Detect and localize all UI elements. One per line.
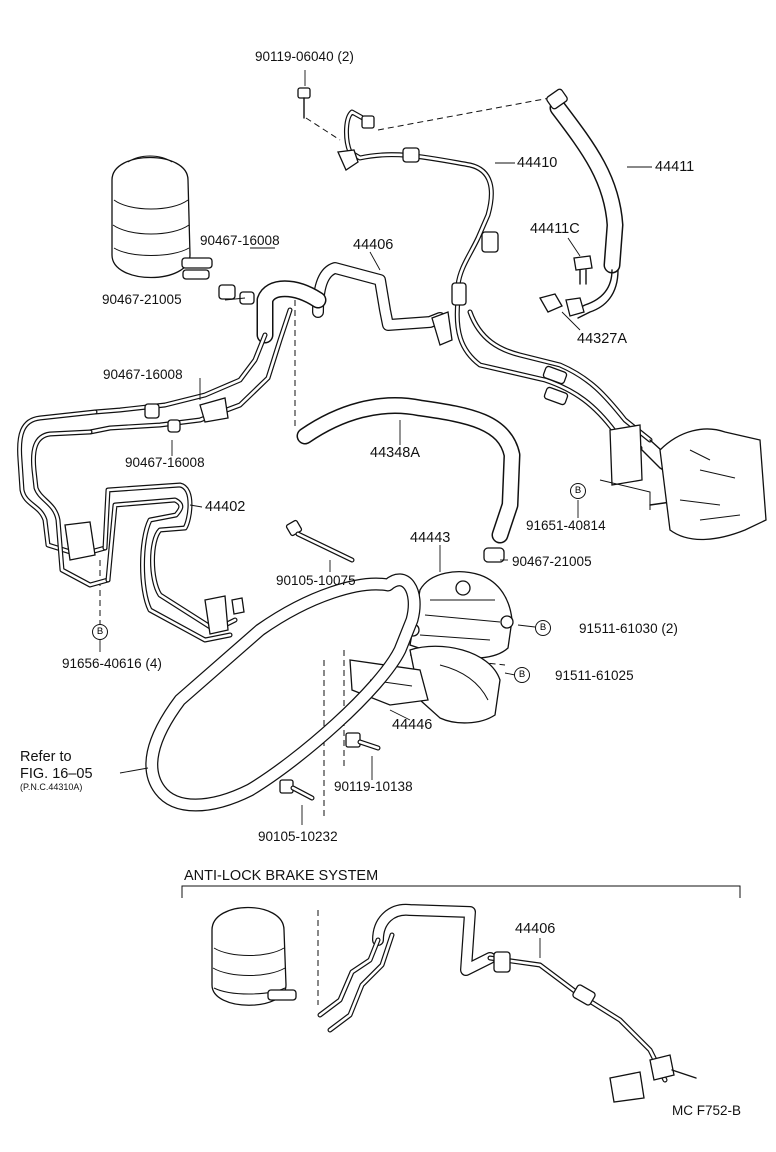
label-44327a: 44327A <box>577 331 627 347</box>
bolt-90105-10075 <box>285 519 355 563</box>
marker-b-91656: B <box>92 624 108 640</box>
leader-lines <box>99 70 652 958</box>
label-91656-40616: 91656-40616 (4) <box>62 656 162 671</box>
reservoir-tank <box>111 155 213 280</box>
bracket-44327a <box>539 293 585 317</box>
label-90467-16008-mid: 90467-16008 <box>103 367 183 382</box>
label-90467-16008-top: 90467-16008 <box>200 233 280 248</box>
label-90467-21005-low: 90467-21005 <box>512 554 592 569</box>
pump-assembly <box>349 571 514 724</box>
figure-code: MC F752-B <box>672 1103 742 1118</box>
label-44406-abs: 44406 <box>515 921 556 937</box>
tube-44402 <box>17 409 245 643</box>
marker-b-91511-61025: B <box>514 667 530 683</box>
label-91651-40814: 91651-40814 <box>526 518 606 533</box>
label-44446: 44446 <box>392 717 433 733</box>
bolt-90119-06040 <box>297 87 311 119</box>
abs-reservoir-tank <box>211 906 297 1006</box>
hose-44348a <box>296 397 521 563</box>
hose-44406-top <box>256 262 453 346</box>
pressure-lines-right <box>451 282 691 506</box>
hose-44411 <box>546 88 624 319</box>
label-90467-21005-top: 90467-21005 <box>102 292 182 307</box>
refer-note-line2: FIG. 16–05 <box>20 766 93 782</box>
tube-44410 <box>337 109 499 303</box>
label-91511-61030: 91511-61030 (2) <box>579 621 678 636</box>
label-90119-06040: 90119-06040 (2) <box>255 49 354 64</box>
drive-belt <box>145 573 421 812</box>
bolt-44411c <box>573 255 593 285</box>
hose-44406-abs <box>317 903 697 1103</box>
label-90467-16008-low: 90467-16008 <box>125 455 205 470</box>
refer-note-line3: (P.N.C.44310A) <box>20 782 83 792</box>
bolt-90105-10232 <box>279 779 315 801</box>
label-44402: 44402 <box>205 499 246 515</box>
label-90105-10075: 90105-10075 <box>276 573 356 588</box>
marker-b-91511-61030: B <box>535 620 551 636</box>
label-44406-top: 44406 <box>353 237 394 253</box>
reservoir-lines <box>87 284 293 435</box>
label-44411c: 44411C <box>530 221 580 237</box>
bolt-90119-10138 <box>345 732 381 751</box>
label-90105-10232: 90105-10232 <box>258 829 338 844</box>
label-90119-10138: 90119-10138 <box>334 779 413 794</box>
label-44348a: 44348A <box>370 445 420 461</box>
label-44411: 44411 <box>655 159 695 175</box>
label-44443: 44443 <box>410 530 451 546</box>
label-91511-61025: 91511-61025 <box>555 668 634 683</box>
steering-gear <box>599 424 767 541</box>
label-44410: 44410 <box>517 155 558 171</box>
abs-section-frame <box>181 885 741 898</box>
abs-section-title: ANTI-LOCK BRAKE SYSTEM <box>184 868 379 884</box>
refer-note-line1: Refer to <box>20 749 72 765</box>
marker-b-91651: B <box>570 483 586 499</box>
